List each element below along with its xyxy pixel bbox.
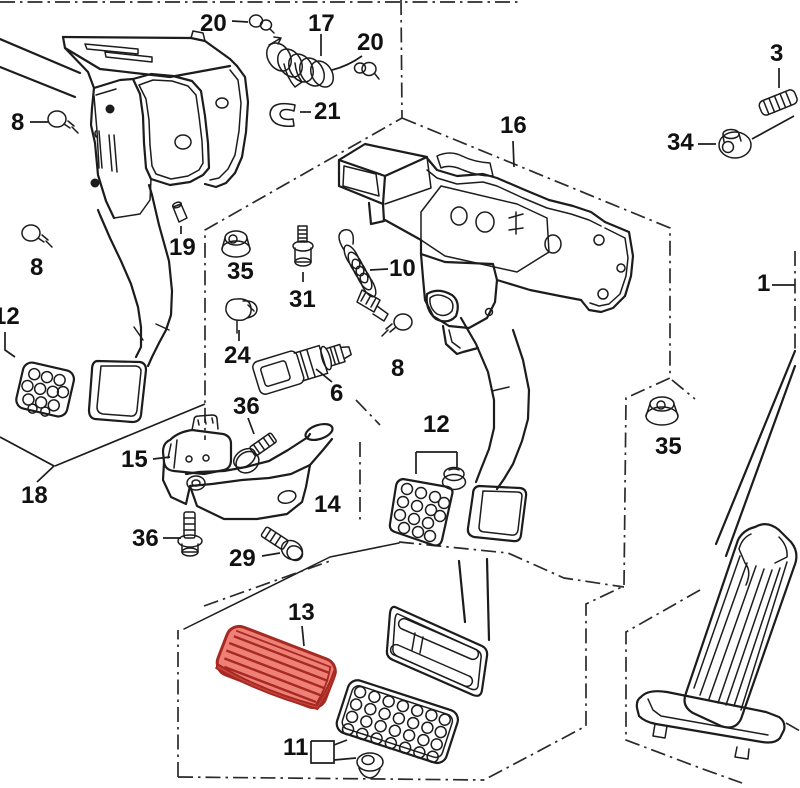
- svg-text:31: 31: [289, 286, 316, 313]
- svg-text:6: 6: [330, 380, 343, 407]
- svg-text:3: 3: [770, 40, 783, 67]
- svg-text:12: 12: [423, 411, 450, 438]
- svg-text:35: 35: [227, 258, 254, 285]
- svg-text:1: 1: [757, 270, 770, 297]
- svg-text:21: 21: [314, 98, 341, 125]
- svg-text:29: 29: [229, 545, 256, 572]
- svg-text:17: 17: [308, 10, 335, 37]
- svg-text:8: 8: [11, 109, 24, 136]
- svg-text:36: 36: [132, 525, 159, 552]
- svg-text:34: 34: [667, 129, 694, 156]
- svg-text:35: 35: [655, 433, 682, 460]
- svg-text:8: 8: [30, 254, 43, 281]
- svg-text:18: 18: [21, 482, 48, 509]
- svg-text:16: 16: [500, 112, 527, 139]
- svg-text:24: 24: [224, 342, 251, 369]
- svg-text:20: 20: [357, 29, 384, 56]
- svg-text:8: 8: [391, 355, 404, 382]
- svg-text:36: 36: [233, 393, 260, 420]
- svg-text:13: 13: [288, 599, 315, 626]
- svg-text:14: 14: [314, 491, 341, 518]
- svg-text:10: 10: [389, 255, 416, 282]
- svg-text:12: 12: [0, 303, 20, 330]
- svg-text:19: 19: [169, 234, 196, 261]
- svg-text:20: 20: [200, 10, 227, 37]
- svg-text:15: 15: [121, 446, 148, 473]
- svg-text:11: 11: [283, 734, 308, 761]
